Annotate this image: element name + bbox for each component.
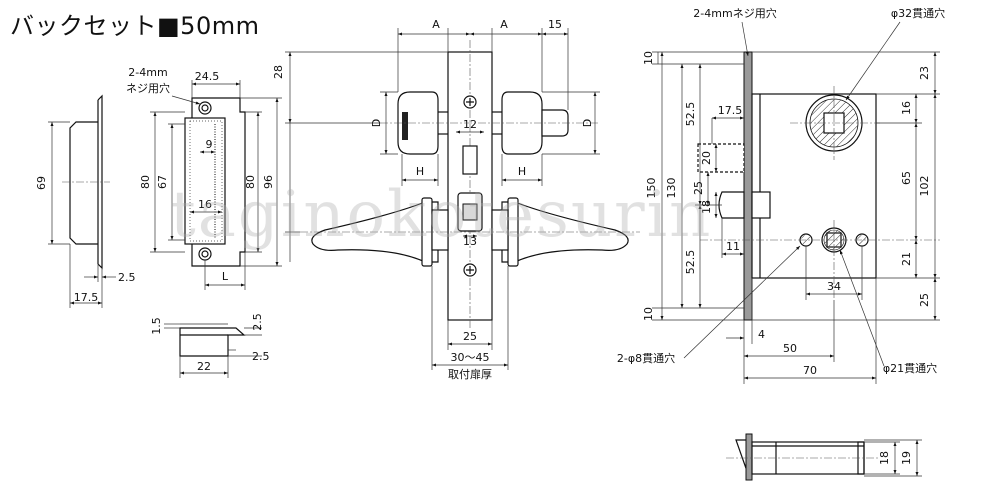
note-through-hole-8: 2-φ8貫通穴 (617, 351, 675, 365)
dim-lock-25-right: 25 (918, 293, 931, 307)
note-through-hole-32: φ32貫通穴 (891, 6, 945, 20)
dim-front-13: 13 (463, 235, 477, 248)
dim-strike-width: 24.5 (195, 70, 220, 83)
dim-front-H1: H (416, 165, 424, 178)
dim-lock-20: 20 (700, 151, 713, 165)
dim-strike-80-left: 80 (139, 175, 152, 189)
dim-lock-50: 50 (783, 342, 797, 355)
dim-lock-102: 102 (918, 176, 931, 197)
dim-strike-67: 67 (156, 175, 169, 189)
strike-side-view: 69 2.5 17.5 (35, 94, 136, 308)
dim-strike-9: 9 (206, 138, 213, 151)
dim-lock-10-bot: 10 (642, 307, 655, 321)
dim-lock-34: 34 (827, 280, 841, 293)
dim-lock-16: 16 (900, 101, 913, 115)
dim-strike-16: 16 (198, 198, 212, 211)
dim-latch-19: 19 (900, 451, 913, 465)
latch-detail-view: 18 19 (726, 433, 922, 481)
dim-front-25: 25 (463, 330, 477, 343)
lock-body-view: 2-4mmネジ用穴 φ32貫通穴 2-φ8貫通穴 φ21貫通穴 10 150 1… (617, 6, 945, 384)
note-screw-hole-left-1: 2-4mm (128, 66, 167, 79)
dim-box-25a: 2.5 (251, 313, 264, 331)
dim-lock-65: 65 (900, 171, 913, 185)
dim-strike-L: L (222, 270, 229, 283)
dim-lock-70: 70 (803, 364, 817, 377)
lockset-front-view: 12 13 28 A A 15 D D H (272, 18, 640, 381)
dim-lock-525-top: 52.5 (684, 102, 697, 127)
dim-front-15: 15 (548, 18, 562, 31)
dim-lock-525-bot: 52.5 (684, 250, 697, 275)
dim-lock-4: 4 (758, 328, 765, 341)
dim-front-28: 28 (272, 65, 285, 79)
dim-lock-21: 21 (900, 252, 913, 266)
strike-box-view: 1.5 2.5 2.5 22 (150, 313, 270, 378)
dim-box-25b: 2.5 (252, 350, 270, 363)
dim-box-22: 22 (197, 360, 211, 373)
dim-strike-side-height: 69 (35, 176, 48, 190)
dim-lock-11: 11 (726, 240, 740, 253)
dim-front-D1: D (370, 119, 383, 127)
dim-latch-18: 18 (878, 451, 891, 465)
dim-lock-130: 130 (665, 178, 678, 199)
dim-front-H2: H (518, 165, 526, 178)
dim-lock-18: 18 (700, 200, 713, 214)
dim-front-12: 12 (463, 118, 477, 131)
note-through-hole-21: φ21貫通穴 (883, 361, 937, 375)
page-title: バックセット■50mm (10, 12, 260, 40)
dim-lock-23: 23 (918, 66, 931, 80)
dim-box-15: 1.5 (150, 317, 163, 335)
dim-lock-25: 25 (692, 181, 705, 195)
dim-strike-80-right: 80 (244, 175, 257, 189)
strike-front-view: 24.5 2-4mm ネジ用穴 80 67 9 16 80 96 L (126, 66, 282, 290)
dim-lock-175: 17.5 (718, 104, 743, 117)
dim-strike-side-depth: 17.5 (74, 291, 99, 304)
dim-strike-side-lip: 2.5 (118, 271, 136, 284)
dim-front-D2: D (581, 119, 594, 127)
dim-front-A1: A (432, 18, 440, 31)
dim-lock-10-top: 10 (642, 51, 655, 65)
dim-strike-96: 96 (262, 175, 275, 189)
note-screw-hole-left-2: ネジ用穴 (126, 81, 170, 95)
dim-lock-150: 150 (645, 178, 658, 199)
note-screw-hole-right: 2-4mmネジ用穴 (693, 6, 776, 20)
note-door-thickness-label: 取付扉厚 (448, 368, 492, 381)
dim-front-A2: A (500, 18, 508, 31)
note-door-thickness-range: 30～45 (451, 351, 490, 364)
